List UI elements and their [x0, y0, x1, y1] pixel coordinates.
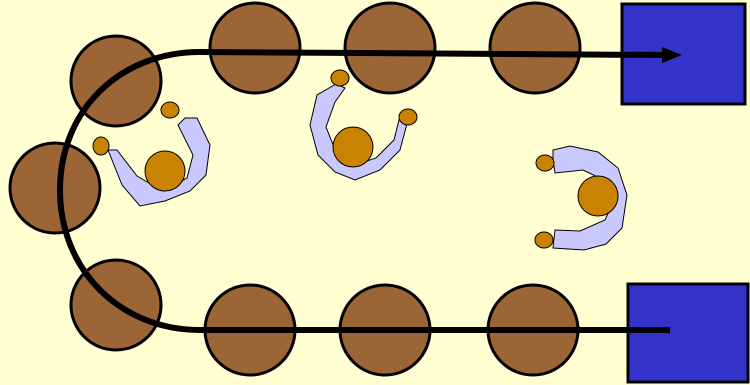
operator-left-hand-2 [93, 137, 109, 155]
operator-top-center-hand-2 [399, 109, 417, 125]
operator-top-center-head [333, 127, 373, 167]
operator-right-hand-1 [536, 155, 554, 171]
operator-left-hand-1 [161, 102, 179, 118]
station-top-2 [345, 3, 435, 93]
operator-left-head [145, 151, 185, 191]
station-top-1 [210, 3, 300, 93]
station-left-middle [10, 143, 100, 233]
operator-right-hand-2 [535, 232, 553, 248]
operator-right-head [578, 176, 618, 216]
station-top-3 [490, 3, 580, 93]
operator-top-center-hand-1 [331, 70, 349, 86]
